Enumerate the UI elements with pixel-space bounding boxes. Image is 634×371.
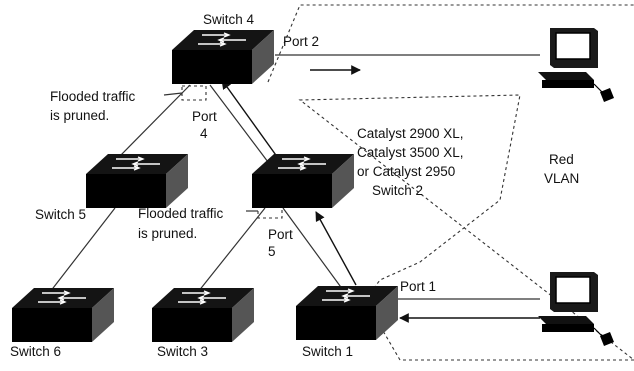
link-switch2-switch3 [197, 207, 266, 293]
pruned-note-top-leader [163, 92, 183, 96]
link-switch5-switch6 [49, 207, 116, 293]
label-switch-4: Switch 4 [203, 12, 255, 27]
arrow-switch2-to-switch4 [221, 79, 279, 159]
note-pruned-top-line2: is pruned. [50, 108, 109, 123]
label-port-5-line1: Port [268, 227, 293, 242]
label-vlan-line2: VLAN [544, 171, 579, 186]
label-vlan-line1: Red [549, 152, 574, 167]
link-switch4-switch2 [209, 84, 269, 163]
arrow-switch1-to-switch2 [315, 211, 357, 286]
label-port-4-line1: Port [192, 109, 217, 124]
label-switch-3: Switch 3 [157, 344, 208, 359]
label-switch-1: Switch 1 [302, 344, 353, 359]
pruned-port-4 [181, 85, 207, 101]
label-port-2: Port 2 [283, 34, 319, 49]
link-switch2-switch1 [282, 207, 344, 291]
label-switch-2-line2: Catalyst 3500 XL, [357, 145, 464, 160]
vlan-boundary [267, 4, 634, 361]
label-port-5-line2: 5 [268, 244, 276, 259]
switch-2-icon [251, 153, 355, 209]
workstation-top-icon [537, 27, 615, 103]
note-pruned-mid-line1: Flooded traffic [138, 206, 224, 221]
note-pruned-mid-line2: is pruned. [138, 226, 197, 241]
label-switch-2-line1: Catalyst 2900 XL, [357, 126, 464, 141]
switch-4-icon [171, 29, 275, 85]
label-switch-2-line4: Switch 2 [372, 183, 423, 198]
switch-6-icon [11, 287, 115, 343]
label-switch-2-line3: or Catalyst 2950 [357, 164, 455, 179]
note-pruned-top-line1: Flooded traffic [50, 89, 136, 104]
link-switch4-switch5 [117, 84, 191, 159]
label-switch-5: Switch 5 [35, 207, 86, 222]
label-port-4-line2: 4 [200, 126, 208, 141]
switch-5-icon [85, 153, 189, 209]
switch-1-icon [295, 285, 399, 341]
label-port-1: Port 1 [400, 279, 436, 294]
switch-3-icon [151, 287, 255, 343]
label-switch-6: Switch 6 [10, 344, 61, 359]
